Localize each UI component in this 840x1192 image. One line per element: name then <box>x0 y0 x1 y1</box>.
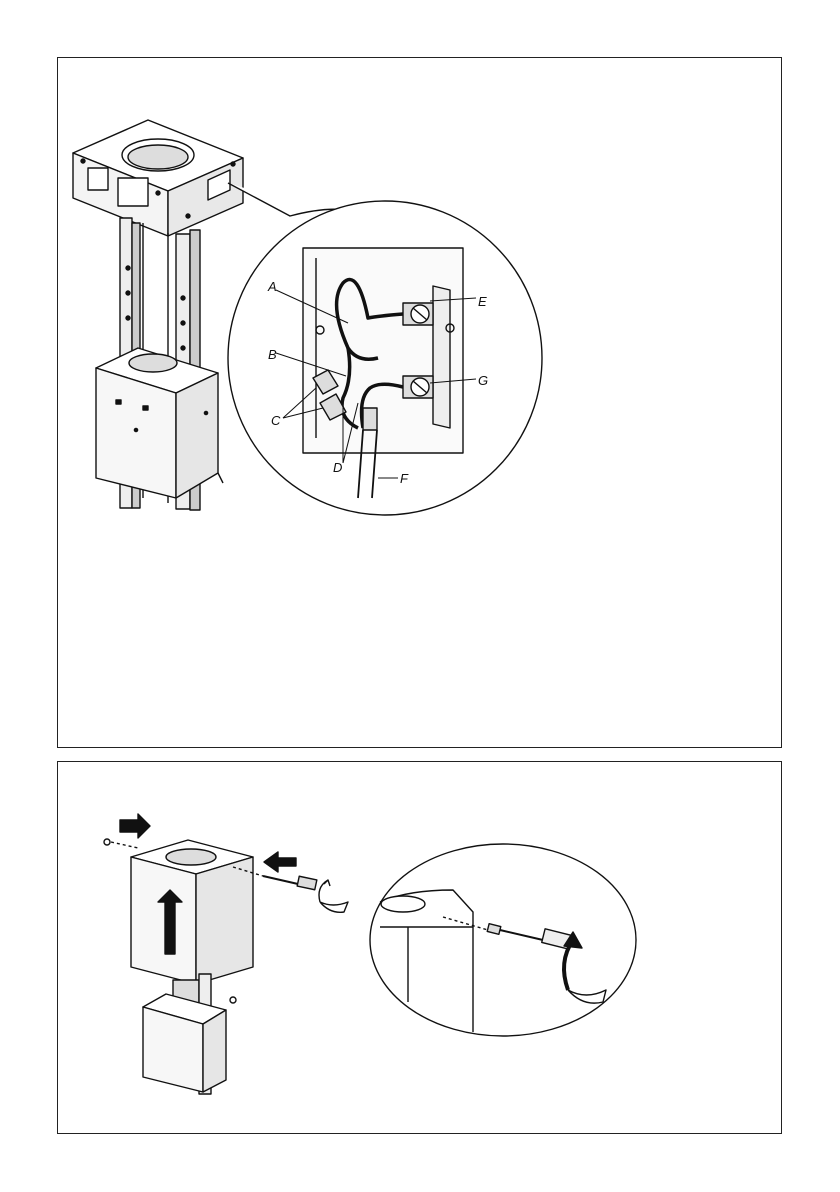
figure-wiring-panel: A B C D E F G <box>57 57 782 748</box>
cover-install-diagram <box>58 762 783 1135</box>
frame-lower <box>143 974 236 1094</box>
wiring-diagram: A B C D E F G <box>58 58 783 749</box>
terminal-e <box>403 303 433 325</box>
terminal-g <box>403 376 433 398</box>
label-f: F <box>400 471 409 486</box>
label-g: G <box>478 373 488 388</box>
junction-box <box>303 248 463 453</box>
label-e: E <box>478 294 487 309</box>
frame-top-box <box>73 120 243 236</box>
frame-lower-housing <box>96 348 223 498</box>
screw-icon <box>104 839 138 848</box>
label-c: C <box>271 413 281 428</box>
label-d: D <box>333 460 342 475</box>
label-b: B <box>268 347 277 362</box>
arrow-left-icon <box>264 852 296 872</box>
cover-box <box>131 840 253 984</box>
arrow-right-icon <box>120 814 150 838</box>
figure-cover-panel <box>57 761 782 1134</box>
label-a: A <box>267 279 277 294</box>
detail-circle <box>370 844 636 1036</box>
